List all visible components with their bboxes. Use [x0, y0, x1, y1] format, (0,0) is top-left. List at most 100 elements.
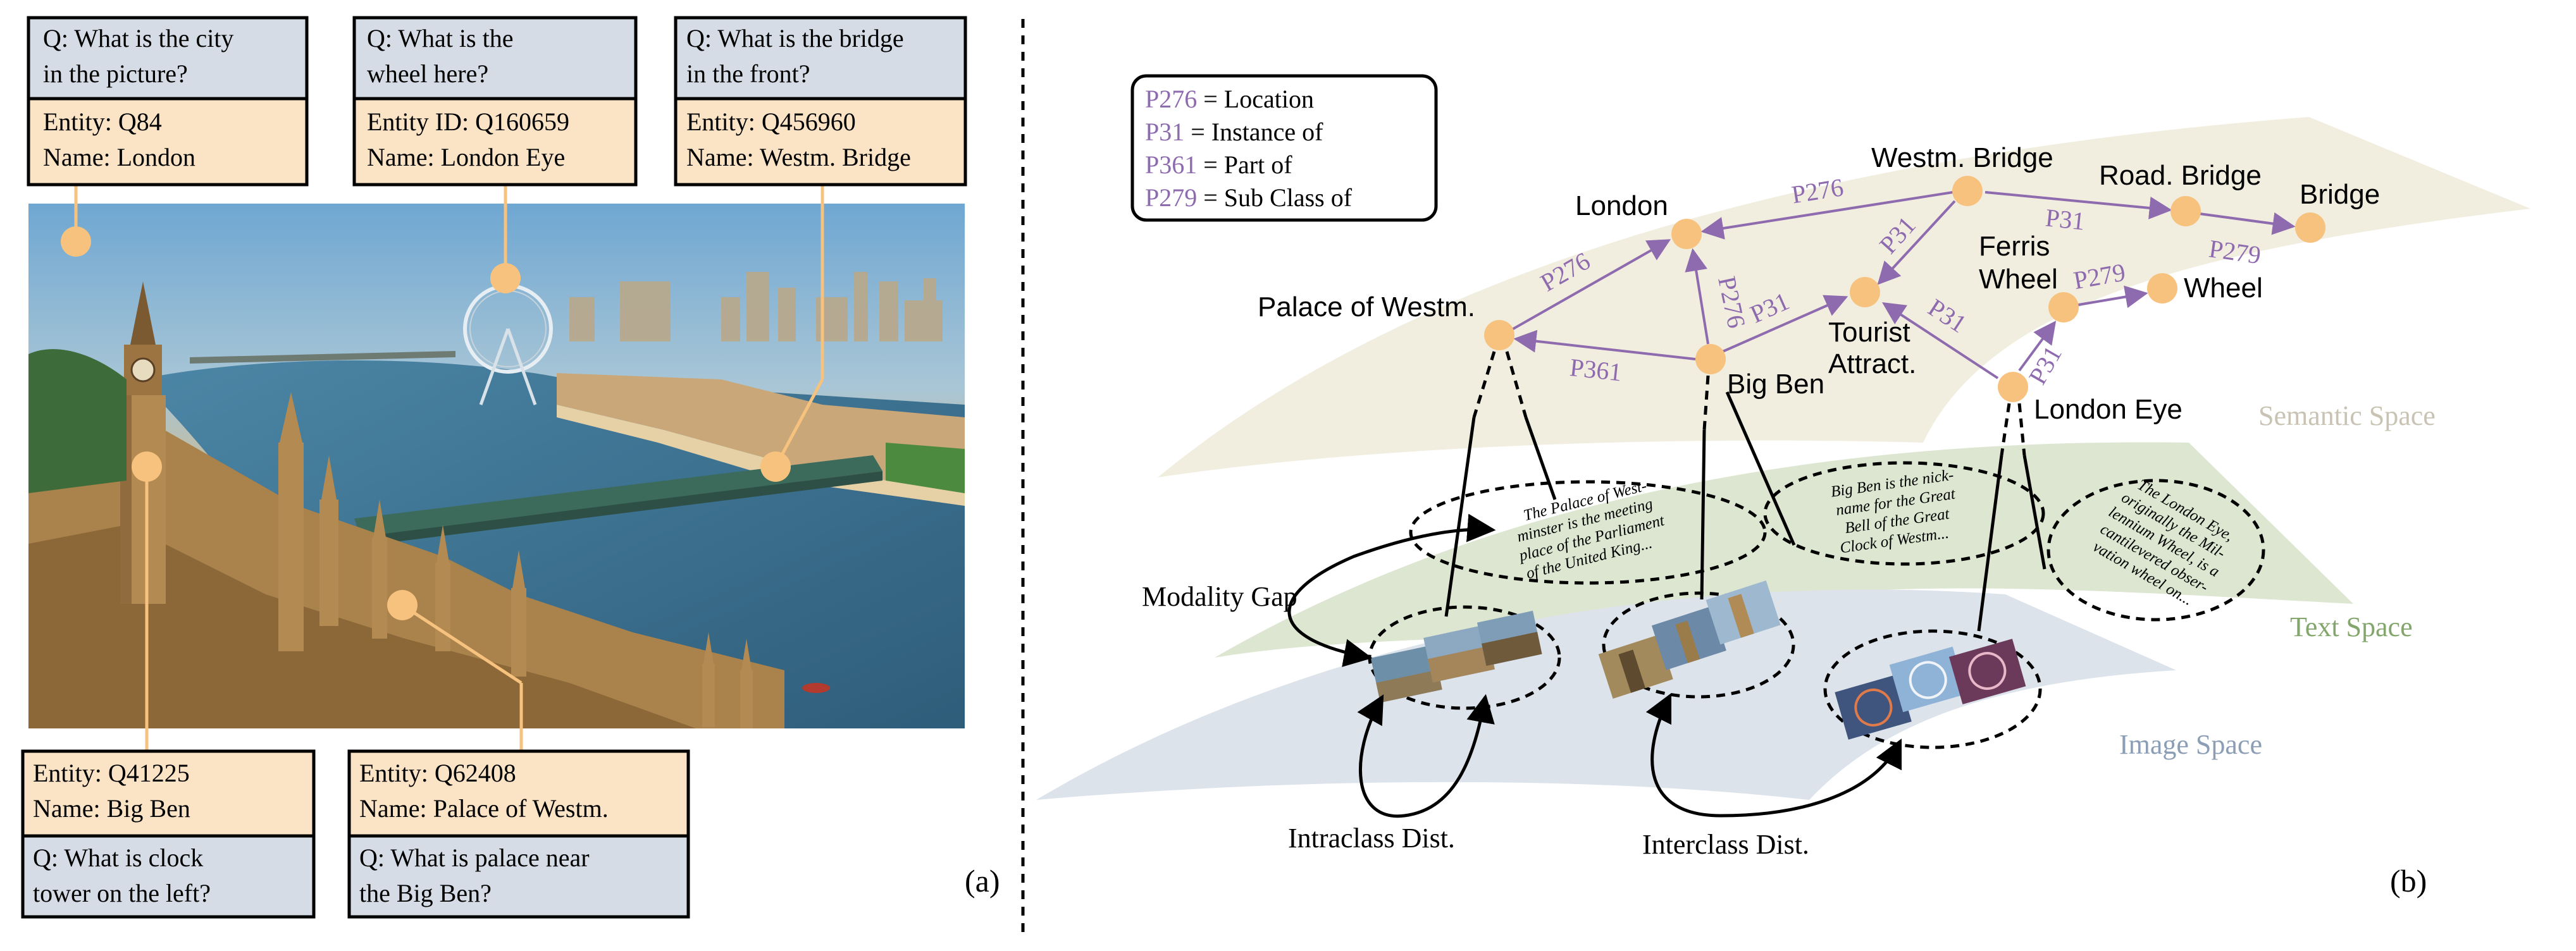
kg-node-labels: London Westm. Bridge Road. Bridge Bridge…: [1258, 142, 2380, 425]
node-wheel: [2147, 273, 2177, 304]
callout-palace: Entity: Q62408 Name: Palace of Westm. Q:…: [347, 749, 690, 919]
node-label-london-eye: London Eye: [2034, 394, 2183, 425]
node-label-ferris-1: Ferris: [1979, 231, 2050, 262]
panel-a-label: (a): [965, 863, 1000, 899]
callout-palace-entity-2: Name: Palace of Westm.: [359, 794, 609, 823]
legend-p361: P361 = Part of: [1145, 150, 1292, 179]
callout-bigben-entity-1: Entity: Q41225: [33, 759, 190, 787]
legend-p276: P276 = Location: [1145, 85, 1314, 113]
callout-eye-question-1: Q: What is the: [367, 24, 513, 52]
text-space-label: Text Space: [2290, 611, 2413, 642]
panel-a: Q: What is the city in the picture? Enti…: [21, 16, 1000, 919]
edge-eye-tourist: [1881, 302, 1999, 379]
node-label-westm-bridge: Westm. Bridge: [1871, 142, 2053, 173]
image-cluster-bigben: [1602, 591, 1795, 699]
callout-palace-question-2: the Big Ben?: [359, 879, 492, 907]
edge-bridge-tourist: [1877, 200, 1956, 285]
text-snippet-eye: [2047, 479, 2265, 622]
node-london: [1671, 219, 1702, 249]
callout-bigben-question-2: tower on the left?: [33, 879, 211, 907]
image-space-label: Image Space: [2119, 729, 2262, 760]
callout-london-entity-1: Entity: Q84: [43, 107, 162, 136]
kg-nodes: [1484, 176, 2325, 402]
node-label-bridge: Bridge: [2300, 179, 2380, 210]
marker-london: [61, 226, 91, 257]
node-label-wheel: Wheel: [2184, 273, 2263, 304]
callout-london-question-1: Q: What is the city: [43, 24, 233, 52]
node-label-big-ben: Big Ben: [1727, 369, 1824, 400]
callout-london-question-2: in the picture?: [43, 59, 188, 88]
node-road-bridge: [2170, 196, 2201, 226]
callout-eye-entity-1: Entity ID: Q160659: [367, 107, 569, 136]
callout-bridge-question-2: in the front?: [686, 59, 810, 88]
edge-palace-london: [1504, 239, 1671, 335]
callout-bridge-entity-2: Name: Westm. Bridge: [686, 143, 911, 171]
node-tourist-attract: [1850, 277, 1880, 307]
node-label-tourist-2: Attract.: [1828, 348, 1916, 379]
edge-bridge-road: [1985, 191, 2172, 219]
node-westm-bridge: [1952, 176, 1983, 206]
callout-bigben-entity-2: Name: Big Ben: [33, 794, 190, 823]
callout-bigben-question-1: Q: What is clock: [33, 844, 203, 872]
edge-road-bridge: [2199, 212, 2296, 235]
callout-palace-entity-1: Entity: Q62408: [359, 759, 516, 787]
marker-westm-bridge: [760, 451, 791, 482]
node-label-road-bridge: Road. Bridge: [2099, 160, 2262, 191]
callout-markers: [61, 226, 791, 620]
interclass-arrow: [1645, 692, 1902, 818]
node-label-ferris-2: Wheel: [1979, 264, 2058, 295]
marker-palace: [387, 590, 418, 620]
marker-london-eye: [490, 263, 521, 293]
node-london-eye: [1998, 372, 2028, 402]
text-space-plane: [1215, 442, 2353, 658]
image-clusters: [1368, 580, 2042, 749]
modality-gap-label: Modality Gap: [1142, 581, 1297, 612]
edge-ferris-wheel: [2071, 285, 2148, 309]
legend-p31: P31 = Instance of: [1145, 118, 1323, 146]
marker-big-ben: [132, 451, 162, 482]
image-space-plane: [1036, 589, 2176, 800]
node-label-palace: Palace of Westm.: [1258, 291, 1475, 322]
text-snippet-bigben: [1763, 461, 2045, 566]
text-snippets: The Palace of West- minster is the meeti…: [1409, 461, 2265, 622]
node-bridge: [2295, 212, 2325, 243]
panel-b: Semantic Space Text Space Image Space P2…: [1036, 74, 2530, 899]
edge-bigben-palace: [1513, 329, 1696, 360]
image-cluster-eye: [1823, 629, 2042, 749]
thumb-eye-3: [1948, 639, 2026, 704]
edge-label-bridge-road: P31: [2044, 203, 2086, 235]
edge-eye-ferris: [2018, 321, 2057, 372]
node-label-london: London: [1575, 190, 1668, 221]
intraclass-arrow: [1357, 694, 1495, 818]
callout-eye-question-2: wheel here?: [367, 59, 488, 88]
edge-bigben-london: [1685, 248, 1709, 345]
thumb-eye-2: [1889, 646, 1967, 713]
edge-label-bigben-palace: P361: [1568, 353, 1623, 386]
callout-london: Q: What is the city in the picture? Enti…: [27, 16, 309, 187]
panel-b-label: (b): [2390, 863, 2427, 899]
legend-p279: P279 = Sub Class of: [1145, 183, 1353, 212]
semantic-space-label: Semantic Space: [2258, 400, 2436, 431]
modality-gap-arrow: [1287, 513, 1496, 667]
callout-bridge-question-1: Q: What is the bridge: [686, 24, 904, 52]
relation-legend: P276 = Location P31 = Instance of P361 =…: [1130, 74, 1438, 222]
callout-london-entity-2: Name: London: [43, 143, 195, 171]
intraclass-label: Intraclass Dist.: [1288, 823, 1455, 854]
node-ferris-wheel: [2048, 292, 2079, 322]
annotation-arrows: [1287, 513, 1902, 818]
projection-dashed: [1472, 351, 2026, 456]
node-big-ben: [1695, 344, 1726, 374]
interclass-label: Interclass Dist.: [1642, 829, 1809, 860]
node-label-tourist-1: Tourist: [1828, 317, 1910, 348]
kg-edges: [1504, 190, 2296, 379]
london-cityscape-photo: [28, 204, 965, 728]
edge-label-eye-ferris: P31: [2023, 341, 2067, 389]
callout-eye-entity-2: Name: London Eye: [367, 143, 565, 171]
edge-bigben-tourist: [1716, 295, 1848, 355]
callout-lines: [74, 185, 824, 751]
edge-bridge-london: [1700, 190, 1962, 240]
callout-palace-question-1: Q: What is palace near: [359, 844, 590, 872]
callout-bridge-entity-1: Entity: Q456960: [686, 107, 856, 136]
node-palace: [1484, 320, 1514, 350]
